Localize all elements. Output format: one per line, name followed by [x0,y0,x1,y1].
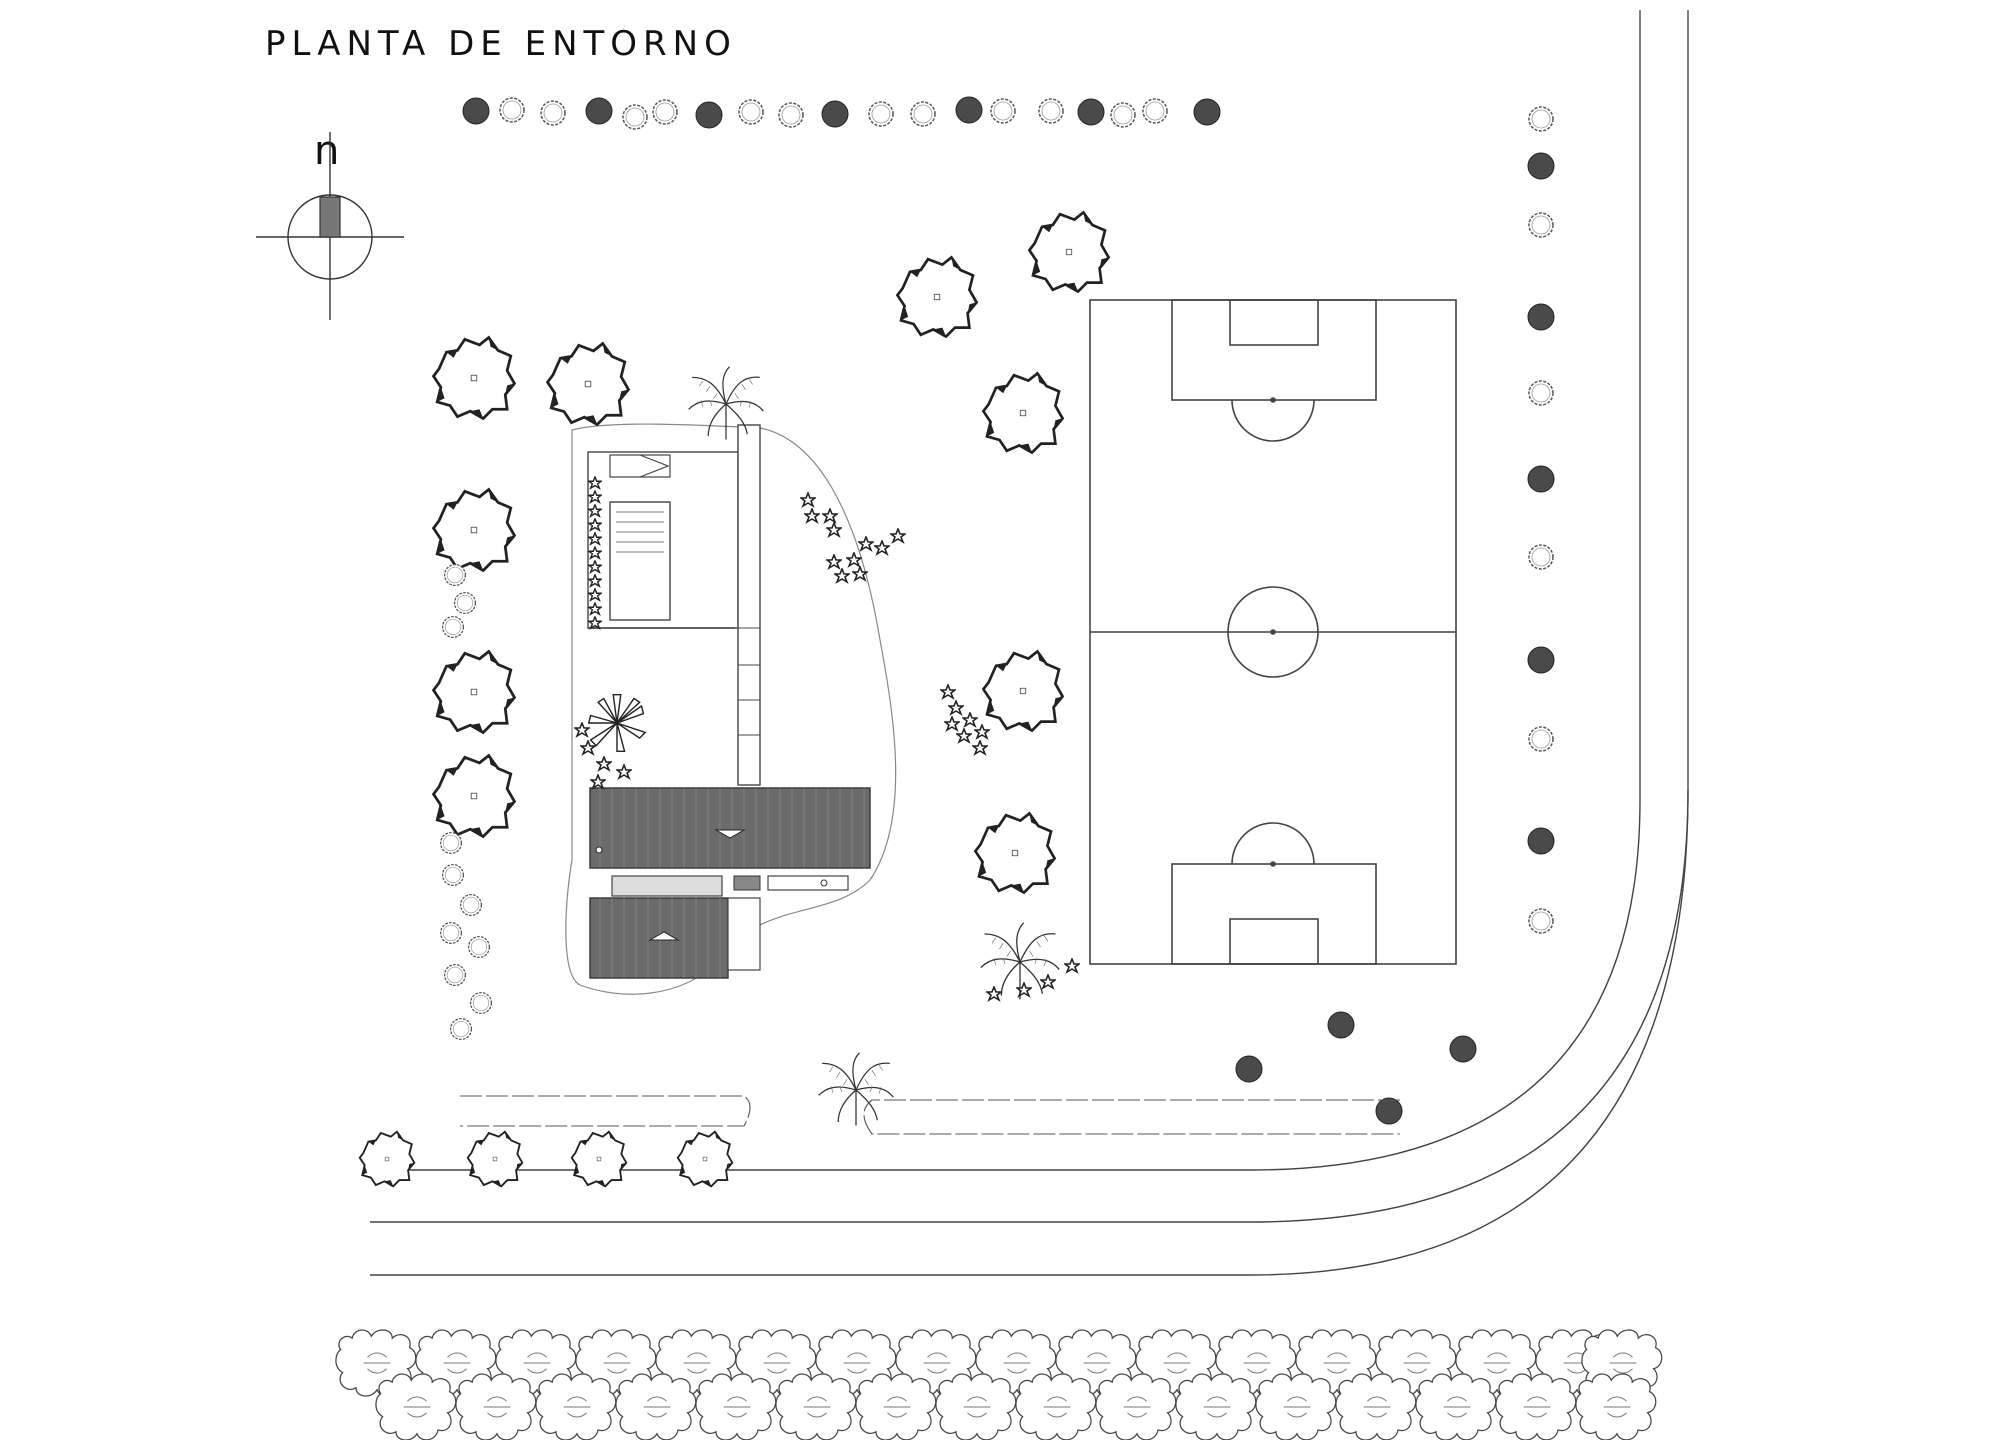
house-building [587,424,871,979]
right-tree-column [1527,106,1555,934]
hedge-row-icon [335,1329,1663,1440]
compass-rose-icon [256,132,404,320]
soccer-field-icon [1089,299,1457,965]
plan-title: PLANTA DE ENTORNO [265,24,737,64]
top-tree-row [462,96,1221,130]
north-label: n [314,128,340,174]
agave-plant-icon [588,694,646,752]
road-edges [370,10,1689,1276]
deciduous-tree-icon [358,211,1110,1188]
curve-dark-trees [1235,1011,1477,1125]
walkways [460,1095,1400,1135]
